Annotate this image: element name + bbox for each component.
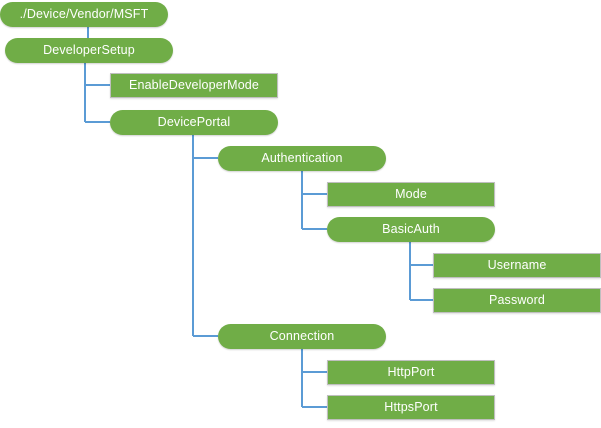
tree-node-label: Password (488, 293, 546, 308)
connector-authentication-to-basicauth (301, 171, 327, 230)
connector-developersetup-to-enabledevelopermode (84, 63, 110, 86)
tree-node-enabledevelopermode[interactable]: EnableDeveloperMode (110, 73, 278, 98)
tree-node-username[interactable]: Username (433, 253, 601, 278)
tree-node-connection[interactable]: Connection (218, 324, 386, 349)
tree-node-label: HttpsPort (384, 400, 438, 415)
connector-connection-to-httpport (301, 349, 327, 373)
tree-node-label: Mode (395, 187, 427, 202)
tree-node-label: DevicePortal (157, 115, 231, 130)
tree-node-developersetup[interactable]: DeveloperSetup (5, 38, 173, 63)
tree-node-label: Username (487, 258, 547, 273)
connector-deviceportal-to-connection (192, 135, 218, 337)
tree-node-basicauth[interactable]: BasicAuth (327, 217, 495, 242)
tree-node-label: DeveloperSetup (43, 43, 135, 58)
connector-deviceportal-to-authentication (192, 135, 218, 159)
connector-basicauth-to-password (409, 242, 433, 301)
tree-node-authentication[interactable]: Authentication (218, 146, 386, 171)
tree-node-password[interactable]: Password (433, 288, 601, 313)
tree-node-label: ./Device/Vendor/MSFT (19, 7, 149, 22)
connector-authentication-to-mode (301, 171, 327, 195)
connector-developersetup-to-deviceportal (84, 63, 110, 123)
tree-node-label: EnableDeveloperMode (128, 78, 260, 93)
tree-node-label: Authentication (261, 151, 343, 166)
tree-node-label: HttpPort (387, 365, 435, 380)
tree-node-label: Connection (269, 329, 335, 344)
tree-node-label: BasicAuth (382, 222, 440, 237)
connector-basicauth-to-username (409, 242, 433, 266)
connector-connection-to-httpsport (301, 349, 327, 408)
tree-node-httpport[interactable]: HttpPort (327, 360, 495, 385)
tree-node-mode[interactable]: Mode (327, 182, 495, 207)
tree-node-root[interactable]: ./Device/Vendor/MSFT (0, 2, 168, 27)
tree-node-httpsport[interactable]: HttpsPort (327, 395, 495, 420)
tree-node-deviceportal[interactable]: DevicePortal (110, 110, 278, 135)
